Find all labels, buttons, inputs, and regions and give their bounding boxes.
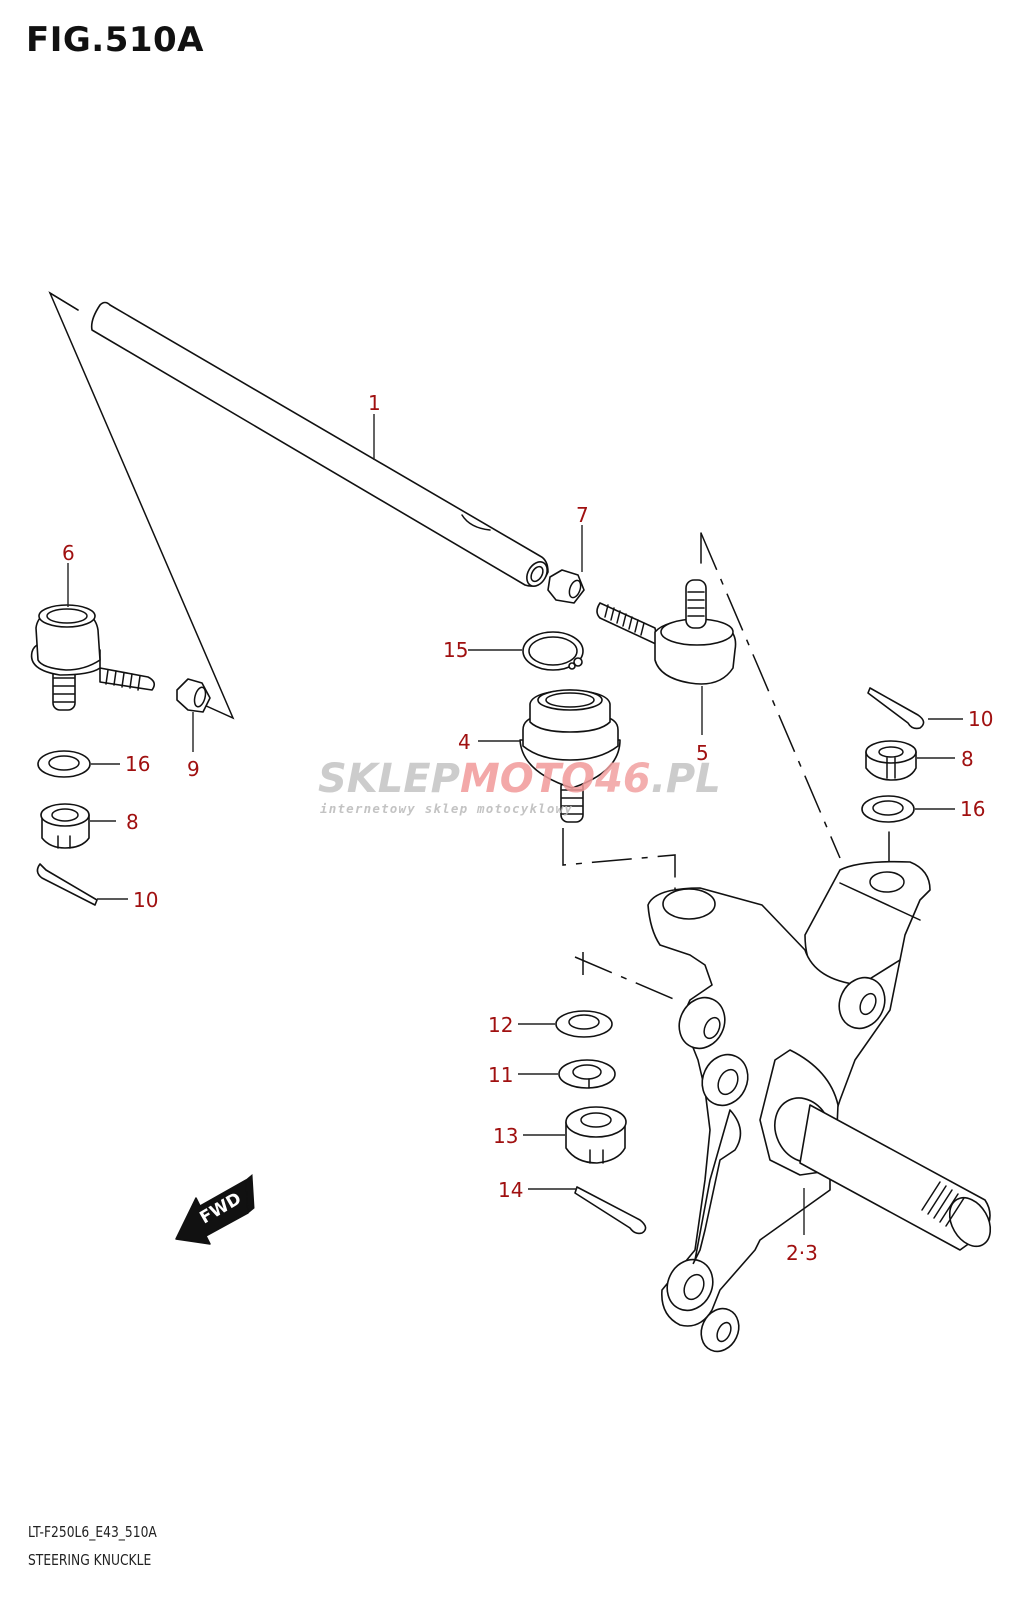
watermark-pl: .PL — [651, 756, 721, 802]
callout-13[interactable]: 13 — [493, 1124, 518, 1148]
castle-nut-8-right[interactable] — [865, 740, 917, 781]
callout-7[interactable]: 7 — [576, 503, 589, 527]
callout-12[interactable]: 12 — [488, 1013, 513, 1037]
tie-rod-end-5[interactable] — [596, 579, 737, 685]
nut-7[interactable] — [547, 569, 585, 604]
callout-11[interactable]: 11 — [488, 1063, 513, 1087]
watermark-46: 46 — [594, 756, 651, 802]
callout-16-right[interactable]: 16 — [960, 797, 985, 821]
figure-title: FIG.510A — [26, 20, 204, 60]
lock-washer-11[interactable] — [558, 1059, 616, 1089]
assembly-line-right — [700, 532, 841, 859]
ball-joint-4[interactable] — [519, 689, 621, 823]
cotter-pin-10-right[interactable] — [867, 687, 925, 730]
assembly-line-left — [48, 291, 235, 720]
watermark: SKLEPMOTO46.PL internetowy sklep motocyk… — [318, 756, 721, 816]
callout-10-right[interactable]: 10 — [968, 707, 993, 731]
washer-16-left[interactable] — [37, 750, 91, 778]
callout-9[interactable]: 9 — [187, 757, 200, 781]
watermark-sklep: SKLEP — [318, 756, 460, 802]
cotter-pin-14[interactable] — [574, 1186, 647, 1235]
assembly-line-ball-joint — [562, 828, 676, 893]
callout-15[interactable]: 15 — [443, 638, 468, 662]
circlip-15[interactable] — [522, 631, 584, 671]
nut-9[interactable] — [176, 678, 211, 713]
watermark-moto: MOTO — [460, 756, 595, 802]
fwd-indicator: FWD — [175, 1173, 255, 1245]
steering-knuckle[interactable] — [647, 860, 999, 1358]
tie-rod-end-6[interactable] — [30, 604, 156, 711]
callout-1[interactable]: 1 — [368, 391, 381, 415]
svg-text:SKLEPMOTO46.PL: SKLEPMOTO46.PL — [318, 756, 721, 802]
callout-4[interactable]: 4 — [458, 730, 471, 754]
callout-14[interactable]: 14 — [498, 1178, 523, 1202]
watermark-tagline: internetowy sklep motocyklowy — [320, 801, 573, 816]
callout-8-right[interactable]: 8 — [961, 747, 974, 771]
callout-6[interactable]: 6 — [62, 541, 75, 565]
callout-8-left[interactable]: 8 — [126, 810, 139, 834]
washer-16-right[interactable] — [861, 795, 915, 823]
callout-2-3[interactable]: 2·3 — [786, 1241, 818, 1265]
castle-nut-8-left[interactable] — [40, 803, 90, 849]
figure-code: LT-F250L6_E43_510A — [28, 1523, 157, 1541]
tie-rod[interactable] — [90, 301, 552, 590]
washer-12[interactable] — [555, 1010, 613, 1038]
callout-16-left[interactable]: 16 — [125, 752, 150, 776]
figure-name: STEERING KNUCKLE — [28, 1551, 152, 1569]
callout-5[interactable]: 5 — [696, 741, 709, 765]
callout-10-left[interactable]: 10 — [133, 888, 158, 912]
castle-nut-13[interactable] — [565, 1106, 627, 1164]
assembly-line-knuckle-arm — [574, 956, 677, 1001]
cotter-pin-10-left[interactable] — [36, 863, 98, 906]
